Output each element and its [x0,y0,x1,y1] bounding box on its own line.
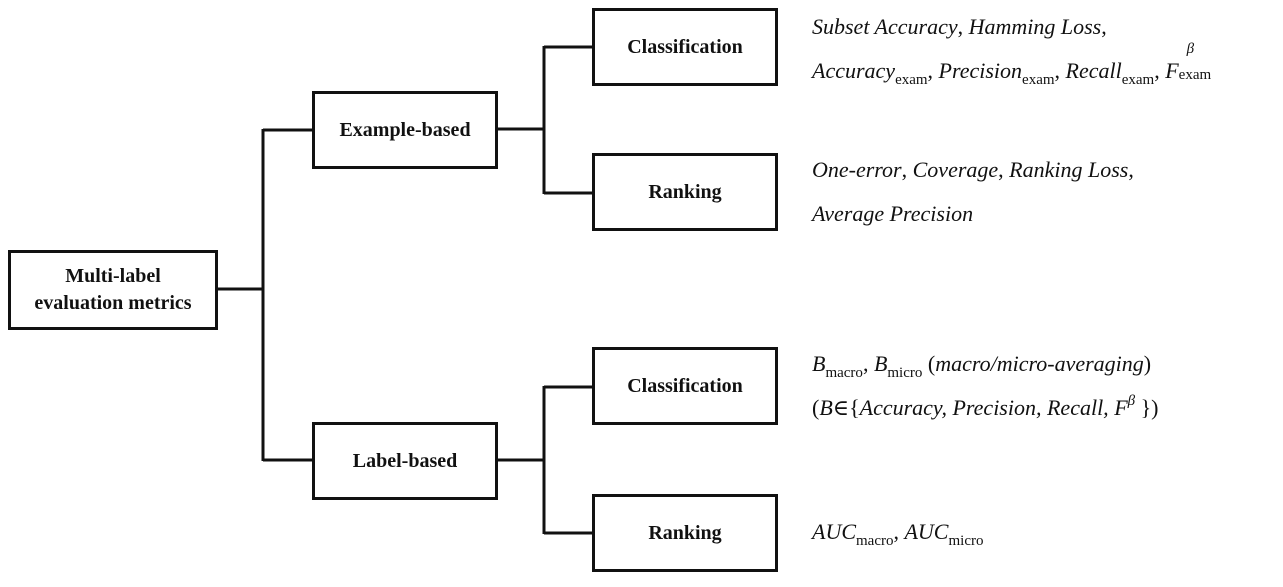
metric-precision: Precision [938,58,1023,83]
separator: , [998,157,1010,182]
metric-coverage: Coverage [912,157,999,182]
example-classification-label: Classification [627,35,743,58]
root-line2: evaluation metrics [34,292,192,314]
metrics-line: (B∈{Accuracy, Precision, Recall, Fβ }) [812,386,1159,430]
metric-auc-micro: AUC [904,519,949,544]
separator: , [957,14,969,39]
separator: , [862,351,874,376]
subscript: macro [825,365,863,381]
metrics-line: AUCmacro, AUCmicro [812,510,983,554]
averaging-note: macro/micro-averaging [935,351,1144,376]
metrics-line: Subset Accuracy, Hamming Loss, [812,5,1225,49]
metric-f-beta: F [1114,395,1128,420]
paren: ( [922,351,936,376]
label-ranking-node: Ranking [592,494,778,572]
subscript: micro [948,533,984,549]
root-node: Multi-label evaluation metrics [8,250,218,330]
separator: , [893,519,905,544]
label-classification-node: Classification [592,347,778,425]
metric-set: Accuracy, Precision, Recall, [859,395,1115,420]
example-classification-node: Classification [592,8,778,86]
example-classification-metrics: Subset Accuracy, Hamming Loss, Accuracye… [812,5,1225,93]
metrics-line: One-error, Coverage, Ranking Loss, [812,148,1134,192]
label-based-node: Label-based [312,422,498,500]
label-classification-label: Classification [627,374,743,397]
subscript: macro [856,533,894,549]
separator: , [901,157,913,182]
separator: , [1128,157,1134,182]
supsub: β exam [1179,42,1225,83]
example-based-label: Example-based [339,118,471,141]
subscript: exam [895,72,928,88]
separator: , [1054,58,1066,83]
label-based-label: Label-based [352,449,458,472]
subscript: exam [1022,72,1055,88]
label-ranking-label: Ranking [648,521,722,544]
variable-b: B [819,395,833,420]
separator: , [1101,14,1107,39]
root-line1: Multi-label [65,265,161,287]
metrics-line: Bmacro, Bmicro (macro/micro-averaging) [812,342,1159,386]
metrics-line: Accuracyexam, Precisionexam, Recallexam,… [812,42,1225,93]
metric-f-beta: F [1165,58,1179,83]
superscript: β [1186,41,1195,57]
metric-ranking-loss: Ranking Loss [1009,157,1129,182]
paren: ) [1143,351,1152,376]
paren: ( [812,395,820,420]
example-ranking-metrics: One-error, Coverage, Ranking Loss, Avera… [812,148,1134,236]
superscript: β [1127,393,1136,409]
metric-subset-accuracy: Subset Accuracy [812,14,958,39]
metric-b-macro: B [812,351,826,376]
label-ranking-metrics: AUCmacro, AUCmicro [812,510,983,554]
example-ranking-node: Ranking [592,153,778,231]
subscript: exam [1178,67,1212,83]
subscript: exam [1121,72,1155,88]
separator: , [1154,58,1166,83]
metric-hamming-loss: Hamming Loss [968,14,1102,39]
metric-b-micro: B [873,351,888,376]
metric-auc-macro: AUC [812,519,856,544]
metric-accuracy: Accuracy [812,58,896,83]
set-close: }) [1135,395,1159,420]
example-ranking-label: Ranking [648,180,722,203]
set-open: ∈{ [832,395,860,420]
metrics-line: Average Precision [812,192,1134,236]
metric-recall: Recall [1065,58,1122,83]
label-classification-metrics: Bmacro, Bmicro (macro/micro-averaging) (… [812,342,1159,430]
example-based-node: Example-based [312,91,498,169]
metric-average-precision: Average Precision [812,201,974,226]
subscript: micro [887,365,923,381]
metric-one-error: One-error [812,157,902,182]
separator: , [927,58,939,83]
